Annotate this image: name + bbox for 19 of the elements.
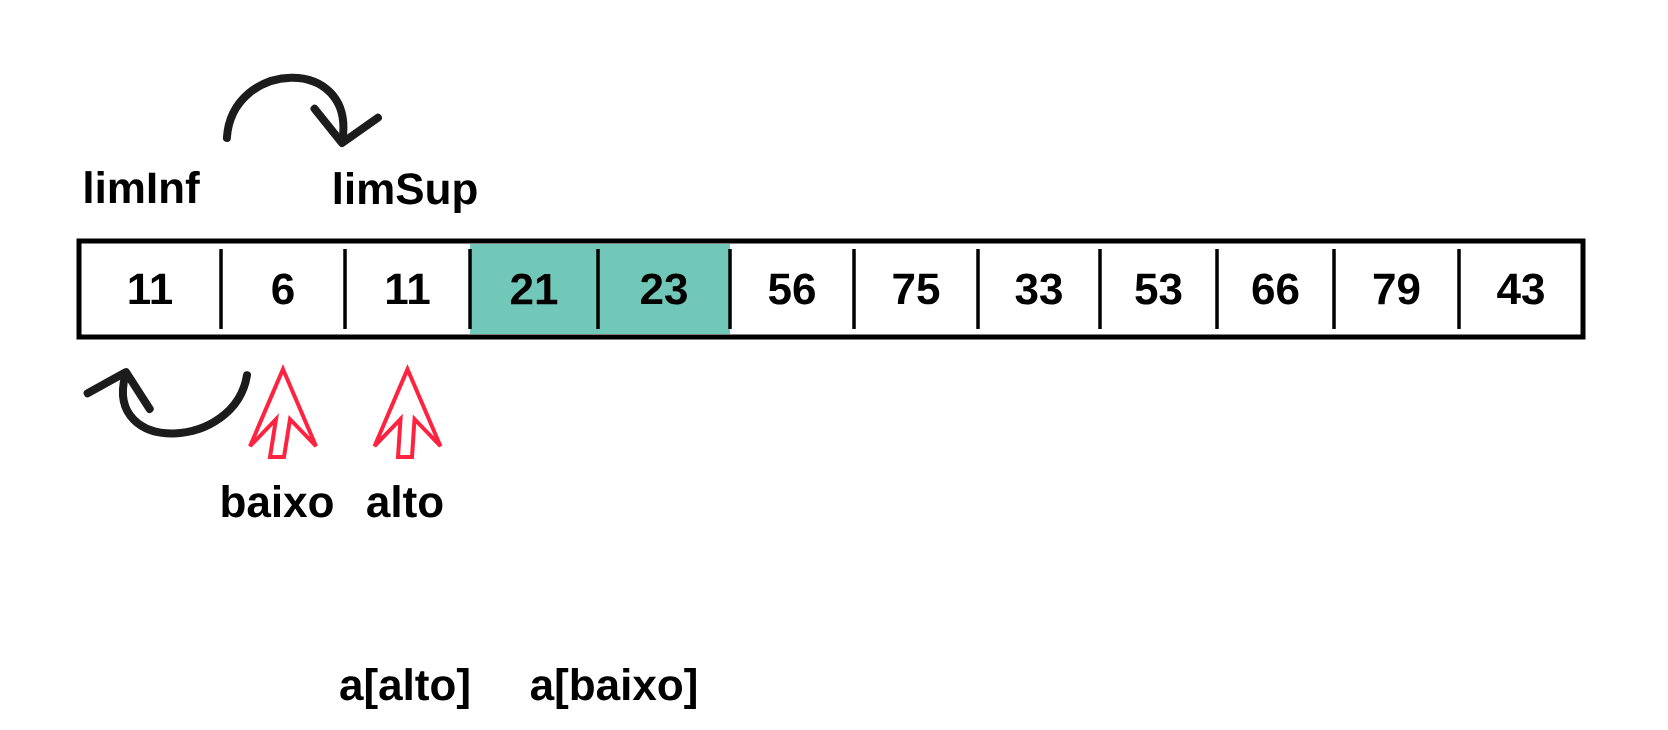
cell-value: 66 bbox=[1252, 273, 1299, 305]
cell-value: 75 bbox=[893, 273, 940, 305]
cell-value: 11 bbox=[387, 273, 430, 305]
highlighted-cell: 21 bbox=[470, 244, 598, 334]
cell-value: 6 bbox=[272, 273, 294, 305]
cell-value: 33 bbox=[1015, 273, 1062, 305]
cell-value: 56 bbox=[768, 273, 815, 305]
expression-label: a[baixo] bbox=[530, 668, 696, 710]
array-frame bbox=[76, 238, 1586, 340]
pointer-label: alto bbox=[367, 485, 443, 518]
cell-value: 53 bbox=[1135, 273, 1182, 305]
pointer-label: baixo bbox=[222, 485, 333, 518]
variable-label: limSup bbox=[334, 172, 477, 214]
cell-value: 79 bbox=[1373, 273, 1420, 305]
highlighted-cell: 23 bbox=[598, 244, 730, 334]
expression-label: a[alto] bbox=[340, 668, 469, 710]
cell-value: 43 bbox=[1497, 273, 1544, 305]
cell-value: 11 bbox=[129, 273, 173, 305]
variable-label: limInf bbox=[85, 171, 200, 203]
